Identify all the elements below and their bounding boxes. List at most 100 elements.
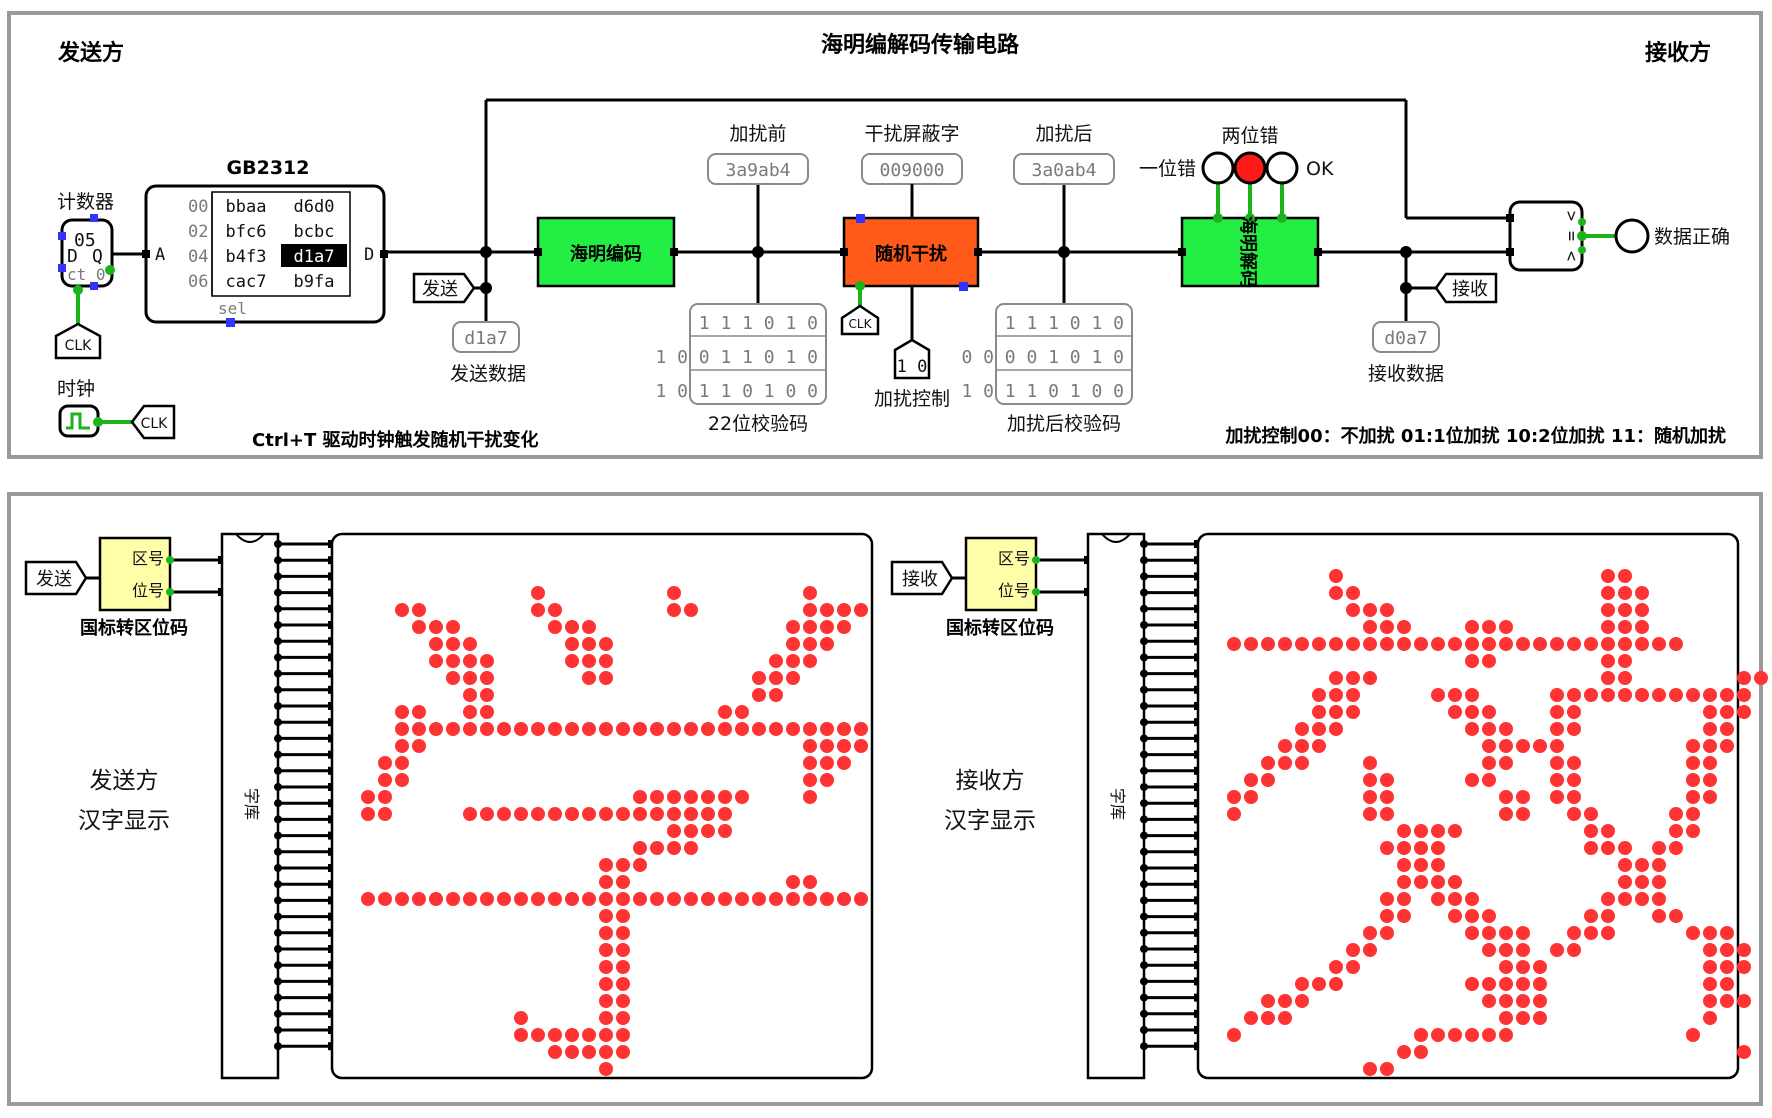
rom-row-value: bcbc <box>294 222 335 242</box>
led-dot <box>820 773 834 787</box>
led-dot <box>514 722 528 736</box>
send-probe: d1a7 <box>452 321 520 353</box>
led-dot <box>1635 892 1649 906</box>
after-probe: 3a0ab4 <box>1013 153 1115 185</box>
led-dot <box>1363 1062 1377 1076</box>
led-dot <box>1686 790 1700 804</box>
led-dot <box>752 671 766 685</box>
led-dot <box>361 807 375 821</box>
led-dot <box>480 722 494 736</box>
led-dot <box>548 722 562 736</box>
led-dot <box>1720 739 1734 753</box>
svg-text:随机干扰: 随机干扰 <box>875 243 947 265</box>
led-dot <box>1346 637 1360 651</box>
svg-text:CLK: CLK <box>141 416 169 432</box>
led-dot <box>1567 637 1581 651</box>
led-dot <box>701 892 715 906</box>
led-dot <box>1465 654 1479 668</box>
svg-text:GB2312: GB2312 <box>227 157 310 179</box>
recv-probe: d0a7 <box>1372 321 1440 353</box>
led-dot <box>1312 739 1326 753</box>
led-dot <box>599 1062 613 1076</box>
svg-text:009000: 009000 <box>879 160 944 181</box>
led-dot <box>1584 841 1598 855</box>
led-dot <box>1397 1045 1411 1059</box>
svg-text:1 0 1 1 0 1 0 0: 1 0 1 1 0 1 0 0 <box>655 381 818 402</box>
hamming-decoder[interactable] <box>1178 216 1322 288</box>
svg-text:字库: 字库 <box>1108 788 1127 820</box>
led-dot <box>633 892 647 906</box>
counter[interactable]: 计数器 05 D Q ct 0 <box>57 191 115 290</box>
led-dot <box>1329 705 1343 719</box>
led-dot <box>395 603 409 617</box>
led-dot <box>1312 722 1326 736</box>
ctrl-hint: Ctrl+T 驱动时钟触发随机干扰变化 <box>252 429 539 451</box>
svg-text:>: > <box>1561 211 1581 221</box>
led-dot <box>752 688 766 702</box>
check22-probe: 1 1 1 0 1 0 1 0 0 1 1 0 1 0 1 0 1 1 0 1 … <box>655 303 827 405</box>
led-dot <box>1482 926 1496 940</box>
led-dot <box>480 705 494 719</box>
interference-control-pin[interactable]: 1 0 <box>893 338 931 380</box>
svg-text:05: 05 <box>74 230 96 251</box>
clock[interactable]: 时钟 CLK <box>57 378 176 440</box>
led-dot <box>735 722 749 736</box>
display-caption-line2: 汉字显示 <box>944 808 1036 834</box>
led-dot <box>514 1011 528 1025</box>
led-dot <box>1703 994 1717 1008</box>
led-dot <box>786 654 800 668</box>
led-dot <box>803 637 817 651</box>
led-dot <box>531 722 545 736</box>
led-dot <box>599 926 613 940</box>
display-input-tag: 接收 <box>890 560 954 596</box>
led-dot <box>1584 637 1598 651</box>
led-dot <box>378 892 392 906</box>
led-dot <box>1533 1011 1547 1025</box>
led-dot <box>565 1045 579 1059</box>
led-dot <box>1312 705 1326 719</box>
random-interference[interactable]: 随机干扰 <box>840 214 982 291</box>
led-dot <box>1448 637 1462 651</box>
led-dot <box>820 620 834 634</box>
led-dot <box>1329 977 1343 991</box>
led-dot <box>1720 994 1734 1008</box>
led-dot <box>701 807 715 821</box>
led-dot <box>1618 603 1632 617</box>
led-dot <box>1618 654 1632 668</box>
led-dot <box>1703 1011 1717 1025</box>
led-dot <box>1431 841 1445 855</box>
receiver-label: 接收方 <box>1645 40 1711 66</box>
led-dot <box>599 994 613 1008</box>
send-data-label: 发送数据 <box>450 363 526 385</box>
check-after-label: 加扰后校验码 <box>1007 413 1121 435</box>
led-dot <box>1567 926 1581 940</box>
led-dot <box>803 739 817 753</box>
led-dot <box>1363 637 1377 651</box>
hamming-encoder[interactable]: 海明编码 <box>534 216 678 288</box>
led-dot <box>1414 637 1428 651</box>
svg-text:Q: Q <box>92 246 103 267</box>
led-dot <box>582 722 596 736</box>
led-dot <box>854 892 868 906</box>
led-dot <box>514 892 528 906</box>
led-dot <box>718 807 732 821</box>
led-dot <box>599 960 613 974</box>
led-dot <box>565 1028 579 1042</box>
led-dot <box>531 807 545 821</box>
led-dot <box>1278 739 1292 753</box>
led-dot <box>1618 671 1632 685</box>
led-dot <box>1261 994 1275 1008</box>
led-dot <box>599 1045 613 1059</box>
led-dot <box>667 841 681 855</box>
led-dot <box>1516 1011 1530 1025</box>
led-dot <box>1601 688 1615 702</box>
led-dot <box>1652 892 1666 906</box>
led-dot <box>1635 637 1649 651</box>
led-dot <box>1601 569 1615 583</box>
led-dot <box>1533 637 1547 651</box>
led-dot <box>820 756 834 770</box>
led-dot <box>1482 756 1496 770</box>
